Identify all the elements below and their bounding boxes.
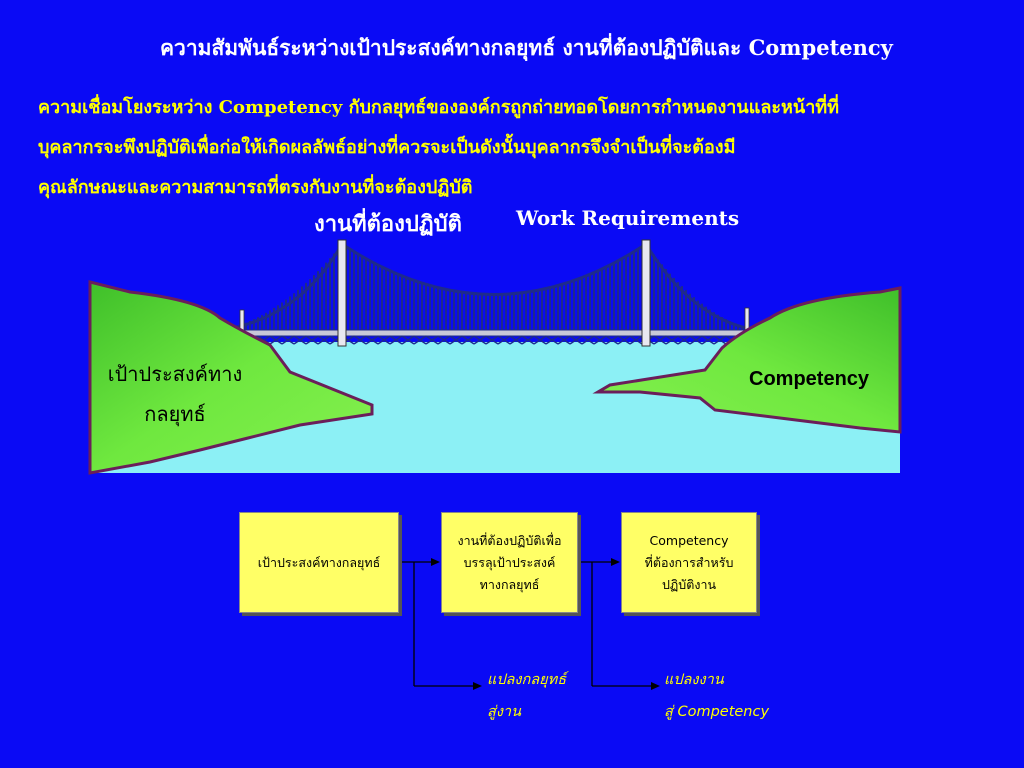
note-strategy-to-work-line-1: แปลงกลยุทธ์ [487, 672, 567, 688]
bridge-cable-right [644, 243, 756, 332]
right-land-label: Competency [749, 368, 870, 390]
bridge-truss-member [653, 335, 667, 345]
bridge-truss-member [461, 335, 475, 345]
bridge-truss-member [317, 335, 331, 345]
bridge-truss-member [389, 335, 403, 345]
arrow-to-note2 [651, 682, 660, 690]
bridge-truss-member [713, 335, 727, 345]
flow-arrowheads [431, 558, 660, 690]
bridge-label-english: Work Requirements [516, 206, 740, 230]
intro-paragraph-line-3: คุณลักษณะและความสามารถที่ตรงกับงานที่จะต… [38, 177, 473, 198]
bridge-truss-member [437, 335, 451, 345]
bridge-truss-member [473, 335, 487, 345]
right-land [592, 286, 902, 434]
bridge-cable-main [341, 242, 647, 296]
bridge-truss-member [281, 335, 295, 345]
bridge-truss-member [401, 335, 415, 345]
bridge-truss-member [593, 335, 607, 345]
bridge-truss-member [557, 335, 571, 345]
arrow-to-note1 [473, 682, 482, 690]
flow-box-competency: Competency ที่ต้องการสำหรับ ปฏิบัติงาน [621, 512, 757, 613]
flow-box-strategic-goals: เป้าประสงค์ทางกลยุทธ์ [239, 512, 399, 613]
bridge-label-thai: งานที่ต้องปฏิบัติ [314, 211, 462, 237]
intro-paragraph-line-2: บุคลากรจะพึงปฏิบัติเพื่อก่อให้เกิดผลลัพธ… [38, 137, 736, 158]
bridge-tower-left [337, 239, 347, 347]
arrow-box2-to-box3 [611, 558, 620, 566]
bridge-hangers [225, 246, 751, 330]
bridge-truss-member [509, 335, 523, 345]
bridge-truss-member [293, 335, 307, 345]
bridge-truss-member [605, 335, 619, 345]
bridge-truss-member [521, 335, 535, 345]
bridge-truss-member [533, 335, 547, 345]
bridge-truss-member [353, 335, 367, 345]
bridge-truss-member [485, 335, 499, 345]
bridge-truss-member [665, 335, 679, 345]
intro-paragraph-line-1: ความเชื่อมโยงระหว่าง Competency กับกลยุท… [38, 97, 840, 118]
bridge-truss-member [617, 335, 631, 345]
note-strategy-to-work-line-2: สู่งาน [487, 704, 521, 720]
bridge-cable-left [221, 243, 344, 332]
bridge-truss-member [689, 335, 703, 345]
flow-connectors [399, 561, 656, 687]
bridge-truss-member [701, 335, 715, 345]
bridge-truss-member [425, 335, 439, 345]
note-work-to-competency-line-1: แปลงงาน [664, 672, 724, 688]
left-land [88, 280, 374, 475]
left-land-label: เป้าประสงค์ทาง กลยุทธ์ [107, 362, 243, 426]
bridge-tower-right [641, 239, 651, 347]
arrow-box1-to-box2 [431, 558, 440, 566]
bridge-truss-member [545, 335, 559, 345]
bridge-truss-member [449, 335, 463, 345]
flow-box-work-requirements: งานที่ต้องปฏิบัติเพื่อ บรรลุเป้าประสงค์ … [441, 512, 578, 613]
bridge-truss-member [497, 335, 511, 345]
bridge-truss-member [305, 335, 319, 345]
bridge-truss-member [377, 335, 391, 345]
bridge-truss-member [677, 335, 691, 345]
bridge-truss-member [629, 335, 643, 345]
bridge-truss-member [581, 335, 595, 345]
bridge-truss-member [365, 335, 379, 345]
bridge-deck [221, 329, 758, 337]
bridge-truss-member [413, 335, 427, 345]
slide-title: ความสัมพันธ์ระหว่างเป้าประสงค์ทางกลยุทธ์… [160, 35, 893, 60]
bridge-truss-member [269, 335, 283, 345]
bridge-truss-member [569, 335, 583, 345]
note-work-to-competency-line-2: สู่ Competency [664, 704, 770, 720]
